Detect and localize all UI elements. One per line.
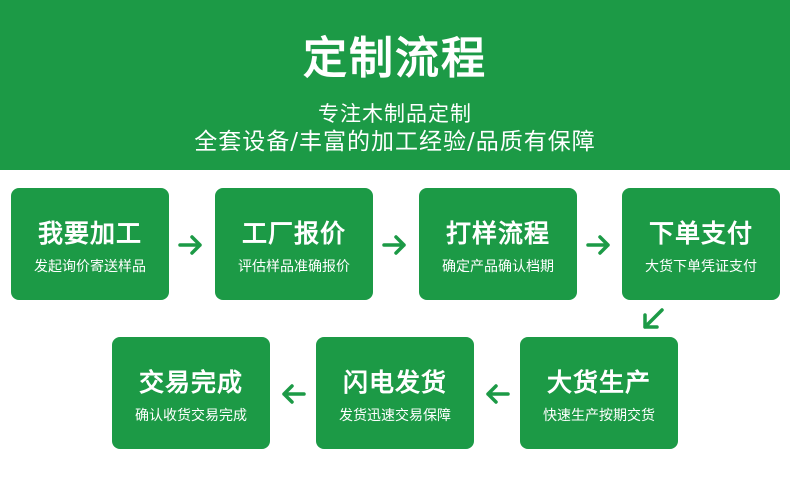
step-3-box: 打样流程 确定产品确认档期 [419, 188, 577, 300]
step-3-title: 打样流程 [445, 219, 550, 248]
step-4-desc: 大货下单凭证支付 [645, 259, 757, 275]
step-2-title: 工厂报价 [241, 219, 346, 248]
step-7-desc: 确认收货交易完成 [135, 408, 247, 424]
step-6-box: 闪电发货 发货迅速交易保障 [316, 337, 474, 449]
step-7-box: 交易完成 确认收货交易完成 [112, 337, 270, 449]
arrow-down-left-icon [643, 308, 664, 329]
step-2-desc: 评估样品准确报价 [238, 259, 350, 275]
arrow-right-icon [382, 235, 406, 255]
step-2-box: 工厂报价 评估样品准确报价 [215, 188, 373, 300]
subtitle-line-1: 专注木制品定制 [318, 102, 472, 126]
step-1-title: 我要加工 [37, 219, 142, 248]
arrow-right-icon [586, 235, 610, 255]
arrow-right-icon [178, 235, 202, 255]
step-6-desc: 发货迅速交易保障 [339, 408, 451, 424]
step-3-desc: 确定产品确认档期 [442, 259, 554, 275]
step-5-title: 大货生产 [546, 368, 651, 397]
header-banner: 定制流程 专注木制品定制 全套设备/丰富的加工经验/品质有保障 [0, 0, 790, 170]
arrow-left-icon [486, 384, 510, 404]
subtitle-line-2: 全套设备/丰富的加工经验/品质有保障 [194, 129, 596, 155]
step-1-box: 我要加工 发起询价寄送样品 [11, 188, 169, 300]
step-6-title: 闪电发货 [342, 368, 447, 397]
step-4-title: 下单支付 [648, 219, 753, 248]
step-5-box: 大货生产 快速生产按期交货 [520, 337, 678, 449]
step-4-box: 下单支付 大货下单凭证支付 [622, 188, 780, 300]
step-1-desc: 发起询价寄送样品 [34, 259, 146, 275]
arrow-left-icon [282, 384, 306, 404]
page-title: 定制流程 [303, 33, 487, 84]
step-5-desc: 快速生产按期交货 [543, 408, 655, 424]
step-7-title: 交易完成 [138, 368, 243, 397]
